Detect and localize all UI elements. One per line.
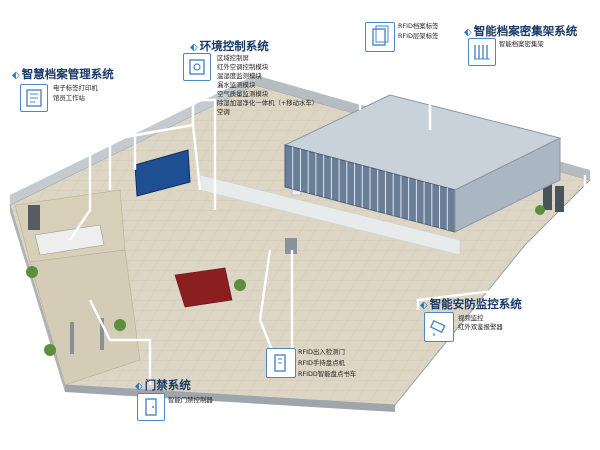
security-title: ⬖智能安防监控系统 xyxy=(420,297,522,311)
rfid-device-item: RFID手持盘点机 xyxy=(298,359,345,367)
rfid-tag-item: RFID层架标签 xyxy=(398,32,439,40)
inspection-cart xyxy=(285,238,297,254)
rfid-tag-icon xyxy=(365,22,395,52)
env-control-title: ⬖环境控制系统 xyxy=(190,39,269,53)
plant xyxy=(234,279,246,291)
archive-document-icon xyxy=(20,84,48,112)
cctv-camera-icon xyxy=(424,312,454,342)
plant xyxy=(26,266,38,278)
right-cabinet-2 xyxy=(555,186,564,212)
env-item: 温湿度监测模块 xyxy=(217,72,262,80)
connector-rfid xyxy=(358,48,382,110)
plant xyxy=(114,319,126,331)
archive-item: 电子标签打印机 xyxy=(53,84,98,92)
connector-lines xyxy=(69,48,587,385)
rfid-tag-item: RFID档案标签 xyxy=(398,22,439,30)
connector-env-4 xyxy=(191,124,202,191)
env-item: 空调 xyxy=(217,108,230,116)
env-item: 空气质量监测模块 xyxy=(217,90,269,98)
meeting-table xyxy=(174,267,233,308)
connector-env-2 xyxy=(133,82,195,170)
env-item: 红外空调控制模块 xyxy=(217,63,269,71)
plant xyxy=(44,344,56,356)
env-item: 除湿加湿净化一体机（+移动水车） xyxy=(217,99,319,107)
entry-corridor xyxy=(29,249,141,386)
rfid-device-icon xyxy=(266,348,296,378)
dense-shelf-icon xyxy=(468,38,496,66)
plant xyxy=(535,205,545,215)
connector-shelf xyxy=(428,48,454,130)
rfid-device-item: RFID出入检测门 xyxy=(298,348,345,356)
front-wall xyxy=(65,385,395,412)
connector-archive xyxy=(69,108,92,241)
shelf-dividers xyxy=(292,147,448,230)
security-item: 红外双鉴报警器 xyxy=(458,323,503,331)
access-item: 智能门禁控制器 xyxy=(168,396,213,404)
archive-item: 馆员工作站 xyxy=(53,94,85,102)
smart-shelf-title: ⬖智能档案密集架系统 xyxy=(464,24,578,38)
access-gate xyxy=(100,318,104,350)
connector-env-3 xyxy=(200,98,217,210)
env-item: 漏水监测模块 xyxy=(217,81,256,89)
archive-cabinet xyxy=(28,205,40,230)
env-item: 区域控制屏 xyxy=(217,54,249,62)
rfid-device-item: RFIDD智能盘点书车 xyxy=(298,370,357,378)
connector-security xyxy=(416,175,587,310)
access-title: ⬖门禁系统 xyxy=(135,378,191,392)
archive-mgmt-title: ⬖智慧档案管理系统 xyxy=(12,67,114,81)
door-access-icon xyxy=(137,393,165,421)
shelf-block-side xyxy=(454,137,561,233)
smart-shelf-item: 智能档案密集架 xyxy=(499,40,544,48)
control-screen xyxy=(134,149,191,197)
connector-access xyxy=(88,299,152,385)
control-panel-icon xyxy=(183,53,211,81)
security-item: 视频监控 xyxy=(458,314,484,322)
right-cabinet xyxy=(543,184,552,210)
access-gate xyxy=(70,322,74,354)
